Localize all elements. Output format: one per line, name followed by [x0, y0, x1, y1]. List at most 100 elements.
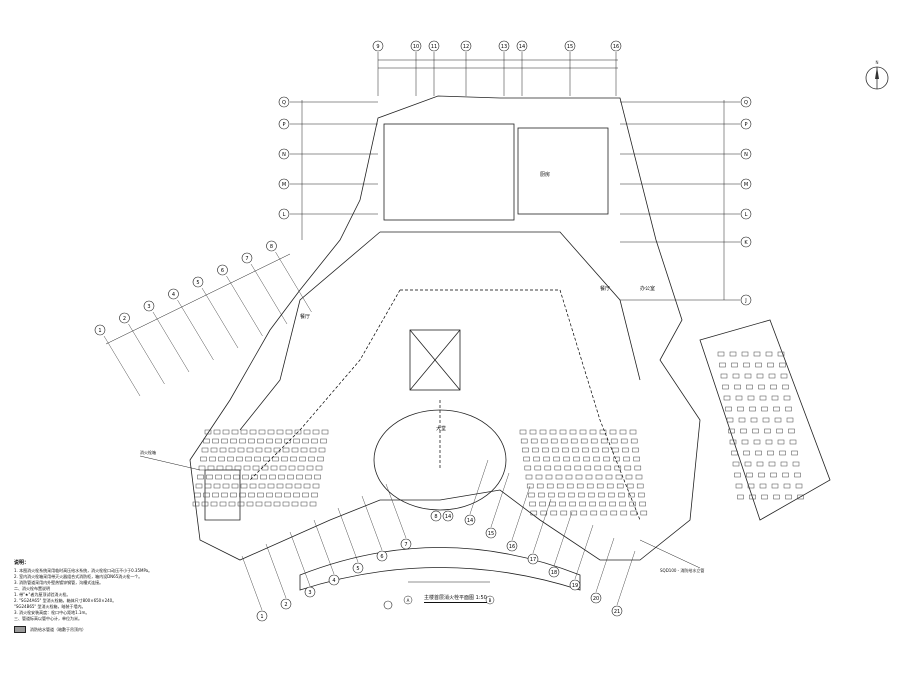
table-item	[263, 456, 270, 462]
table-item	[228, 447, 236, 453]
table-item	[197, 474, 204, 480]
table-item	[737, 406, 744, 412]
grid-left-M-bubble	[278, 178, 290, 190]
table-item	[548, 492, 555, 498]
table-item	[768, 373, 776, 379]
table-item	[753, 439, 761, 445]
table-item	[267, 429, 275, 435]
table-item	[539, 501, 546, 507]
table-item	[200, 456, 207, 462]
table-item	[266, 438, 273, 444]
table-item	[227, 456, 234, 462]
table-item	[717, 351, 725, 357]
callout-riser: SQD100 - 消防给水立管	[660, 567, 704, 573]
grid-bl-7-bubble	[400, 538, 412, 550]
table-item	[746, 472, 753, 478]
table-item	[795, 483, 803, 489]
table-item	[566, 483, 574, 489]
table-item	[761, 406, 768, 412]
grid-br-20-bubble	[590, 592, 602, 604]
table-item	[737, 494, 744, 500]
table-item	[630, 438, 638, 444]
table-item	[777, 351, 785, 357]
table-item	[788, 428, 795, 434]
table-item	[550, 510, 558, 516]
table-item	[212, 492, 219, 498]
table-item	[728, 428, 735, 434]
table-item	[539, 429, 547, 435]
grid-diag-2-bubble	[119, 312, 130, 324]
grid-right-N: N	[744, 152, 748, 158]
table-item	[735, 395, 743, 401]
table-item	[305, 474, 312, 480]
table-item	[584, 465, 592, 471]
table-item	[284, 438, 291, 444]
table-item	[629, 501, 636, 507]
table-item	[756, 461, 764, 467]
table-item	[210, 501, 218, 507]
grid-left-N-bubble	[278, 148, 290, 160]
grid-diag-8-bubble	[266, 240, 277, 252]
table-item	[773, 406, 780, 412]
grid-diag-6-bubble	[217, 264, 228, 276]
table-item	[629, 429, 637, 435]
table-item	[613, 456, 620, 462]
drawing-title: 主楼首层消火栓平面图 1:50	[424, 594, 487, 603]
table-item	[569, 501, 576, 507]
table-item	[213, 429, 221, 435]
table-item	[204, 429, 212, 435]
table-item	[234, 465, 242, 471]
table-item	[569, 429, 577, 435]
table-item	[731, 362, 738, 368]
table-item	[747, 483, 755, 489]
grid-right-P: P	[744, 122, 747, 128]
table-item	[239, 492, 246, 498]
table-item	[318, 447, 326, 453]
grid-bubble-entrance-a: A	[407, 598, 410, 603]
table-item	[306, 465, 314, 471]
table-item	[722, 384, 729, 390]
table-item	[312, 483, 320, 489]
table-item	[602, 447, 609, 453]
table-item	[240, 483, 248, 489]
table-item	[596, 483, 604, 489]
right-dining-wing	[699, 319, 831, 521]
grid-br-17-bubble	[527, 553, 539, 565]
table-item	[741, 351, 749, 357]
table-item	[780, 373, 788, 379]
table-item	[204, 483, 212, 489]
grid-bubble-center-1: 8	[434, 514, 437, 520]
table-item	[580, 438, 588, 444]
table-item	[595, 474, 603, 480]
grid-bl-6-bubble	[376, 550, 388, 562]
table-item	[579, 429, 587, 435]
table-item	[544, 465, 552, 471]
grid-right-K: K	[744, 240, 748, 246]
grid-bl-1: 1	[260, 614, 263, 620]
table-item	[231, 483, 239, 489]
table-item	[536, 483, 544, 489]
legend-label: 消防给水管道（暗敷于吊顶内）	[30, 626, 86, 632]
grid-br-17: 17	[530, 557, 536, 563]
table-item	[321, 429, 329, 435]
table-item	[526, 483, 534, 489]
table-item	[725, 406, 732, 412]
table-item	[530, 438, 538, 444]
grid-diag-2: 2	[123, 316, 126, 322]
table-item	[233, 474, 240, 480]
table-item	[780, 461, 788, 467]
table-item	[249, 429, 257, 435]
table-item	[574, 465, 582, 471]
table-item	[201, 447, 209, 453]
table-item	[302, 438, 309, 444]
table-item	[633, 456, 640, 462]
table-item	[616, 483, 624, 489]
table-item	[523, 456, 530, 462]
table-item	[619, 501, 626, 507]
table-item	[741, 439, 749, 445]
table-item	[549, 429, 557, 435]
table-item	[759, 395, 767, 401]
note-line: 1. 本图消火栓系统采用临时高压给水系统，消火栓栓口动压不小于0.35MPa。	[14, 568, 153, 573]
table-item	[761, 494, 768, 500]
table-item	[255, 447, 263, 453]
